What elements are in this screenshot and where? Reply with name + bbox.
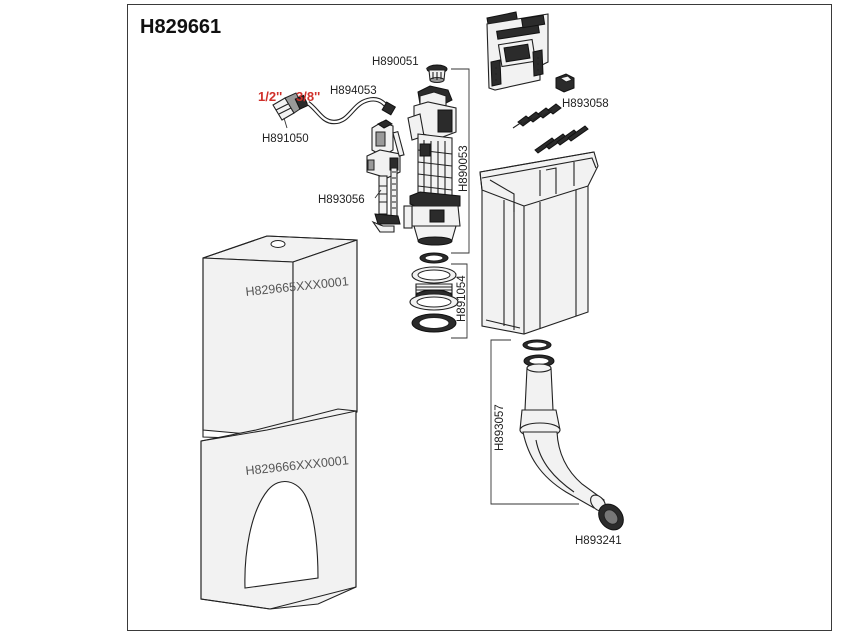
mounting-bracket-h893058 [486,11,549,91]
diagram-title: H829661 [140,16,221,38]
label-h893057: H893057 [494,404,506,451]
label-h893056: H893056 [318,194,365,206]
label-h890053: H890053 [458,145,470,192]
label-h891050: H891050 [262,133,309,145]
clip-h893058 [555,73,575,93]
adapter-h891050 [272,92,309,121]
flush-valve-h890053 [403,85,461,246]
label-h890051: H890051 [372,56,419,68]
screw-set-h893058 [512,103,589,154]
thread-size-three-eighths-inch: 3/8'' [296,89,320,104]
label-h891054: H891054 [456,275,468,322]
label-h894053: H894053 [330,85,377,97]
leader-h893056 [374,189,382,199]
tank-base: H829666XXX0001 [200,408,357,610]
fill-valve-h893056 [366,119,405,233]
thread-size-half-inch: 1/2'' [258,89,282,104]
cistern-tank [479,151,599,335]
tank-lid: H829665XXX0001 [202,235,358,439]
leader-h890051 [425,67,431,71]
bracket-h890053 [451,68,470,254]
seal-set-h891054 [409,252,459,333]
bracket-h893057 [490,339,579,505]
bracket-h891054 [451,263,468,339]
flush-pipe-h893057 [519,339,624,531]
leader-h891050 [283,117,288,129]
label-h893058: H893058 [562,98,609,110]
hose-h894053 [306,97,397,125]
push-button-h890051 [426,64,448,83]
label-h893241: H893241 [575,535,622,547]
